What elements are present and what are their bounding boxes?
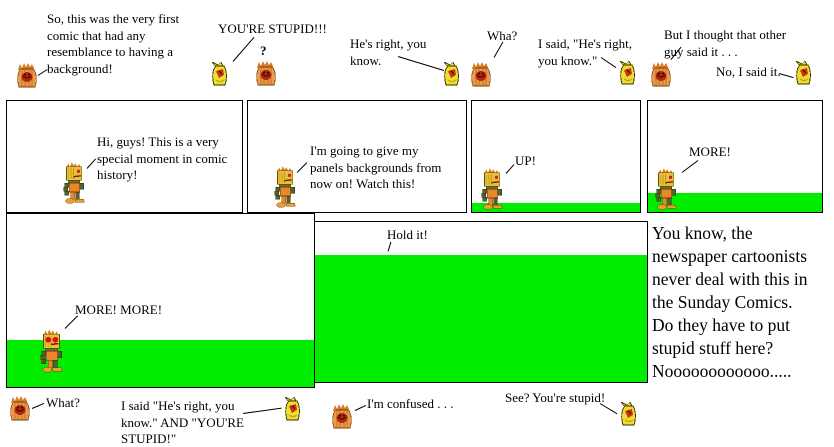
orange-monster-icon [16,62,38,88]
robot-character-icon [272,165,299,209]
orange-monster-icon [255,60,277,86]
yellow-monster-icon [619,61,637,85]
gutter-speech-what: What? [46,395,80,410]
leader-line [505,164,515,174]
panel4-speech: MORE! [689,144,731,159]
gutter-speech-i-said-and: I said "He's right, you know." AND "YOU'… [121,398,244,446]
leader-line [778,73,794,79]
gutter-speech-youre-stupid: YOU'RE STUPID!!! [218,21,327,36]
panel-3: UP! [471,100,641,213]
green-ground [648,193,822,212]
green-ground [472,203,640,212]
panel1-speech: Hi, guys! This is a very special moment … [97,134,228,182]
panel-5: MORE! MORE! [6,213,315,388]
panel2-speech: I'm going to give my panels backgrounds … [310,143,442,191]
panel-2: I'm going to give my panels backgrounds … [247,100,467,213]
narration-text: You know, the newspaper cartoonists neve… [652,223,808,381]
gutter-speech-no-i-said-it: No, I said it. [716,64,781,79]
panel5-speech: MORE! MORE! [75,302,163,317]
gutter-speech-im-confused: I'm confused . . . [367,396,454,411]
orange-monster-icon [470,61,492,87]
gutter-speech-wha: Wha? [487,28,518,43]
gutter-speech-first-comic: So, this was the very first comic that h… [47,11,180,76]
leader-line [242,407,282,414]
orange-monster-icon [331,403,353,429]
robot-character-icon [653,167,680,211]
angry-robot-character-icon [38,328,66,374]
panel3-speech: UP! [515,153,536,168]
leader-line [86,158,97,169]
robot-character-icon [61,161,88,205]
leader-line [681,160,699,173]
leader-line [599,403,618,415]
robot-character-icon [479,167,506,211]
orange-monster-icon [650,61,672,87]
gutter-speech-question-mark: ? [260,43,267,58]
leader-line [354,404,367,411]
panel6-speech: Hold it! [387,227,428,242]
panel-4: MORE! [647,100,823,213]
orange-monster-icon [9,395,31,421]
yellow-monster-icon [284,397,302,421]
gutter-speech-hes-right: He's right, you know. [350,36,427,68]
gutter-speech-but-i-thought: But I thought that other guy said it . .… [664,27,787,59]
panel-1: Hi, guys! This is a very special moment … [6,100,243,213]
green-ground [315,255,647,382]
panel-6: Hold it! [314,221,648,383]
yellow-monster-icon [211,62,229,86]
yellow-monster-icon [443,62,461,86]
gutter-speech-i-said-hes-right: I said, "He's right, you know." [538,36,632,68]
gutter-speech-see-youre-stupid: See? You're stupid! [505,390,606,405]
yellow-monster-icon [795,61,813,85]
leader-line [31,402,45,409]
leader-line [232,37,255,62]
yellow-monster-icon [620,402,638,426]
